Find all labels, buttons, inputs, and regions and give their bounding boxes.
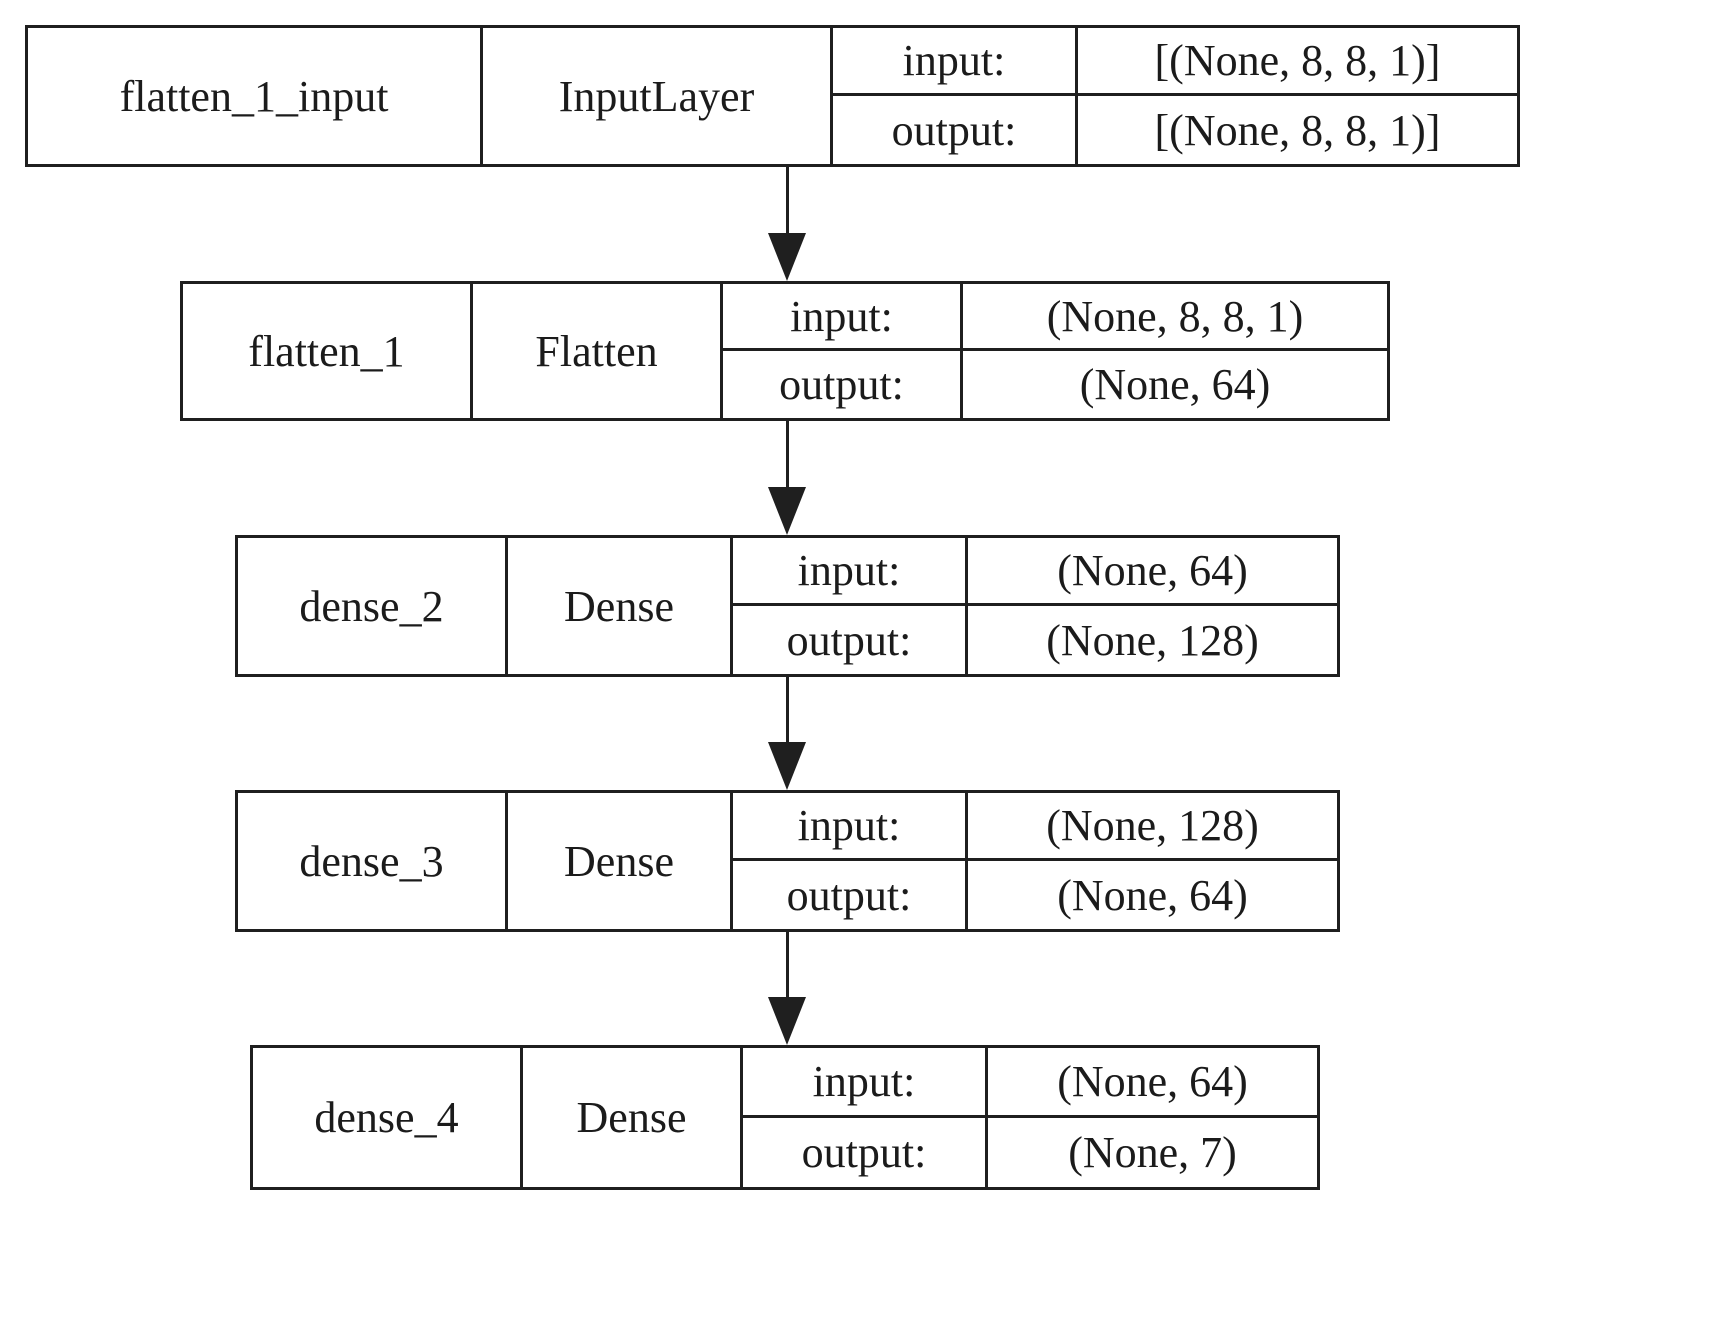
layer-name: dense_2 — [238, 538, 508, 674]
layer-name: dense_4 — [253, 1048, 523, 1187]
arrow-down-icon — [768, 742, 806, 790]
arrow-shaft — [785, 932, 789, 997]
layer-node-dense-4: dense_4 Dense input: (None, 64) output: … — [250, 1045, 1320, 1190]
connector-arrow — [767, 677, 807, 790]
layer-node-flatten-1-input: flatten_1_input InputLayer input: [(None… — [25, 25, 1520, 167]
connector-arrow — [767, 932, 807, 1045]
output-label: output: — [733, 606, 968, 674]
connector-arrow — [767, 167, 807, 281]
arrow-shaft — [785, 167, 789, 233]
output-label: output: — [733, 861, 968, 929]
output-shape: (None, 128) — [1046, 615, 1259, 665]
output-label: output: — [743, 1117, 988, 1187]
input-shape: (None, 8, 8, 1) — [963, 284, 1387, 351]
layer-name: flatten_1_input — [28, 28, 483, 164]
layer-name: dense_3 — [238, 793, 508, 929]
input-shape: (None, 128) — [968, 793, 1337, 861]
input-label: input: — [743, 1048, 988, 1118]
input-shape: [(None, 8, 8, 1)] — [1078, 28, 1517, 96]
input-label: input: — [733, 793, 968, 861]
layer-name: flatten_1 — [183, 284, 473, 418]
arrow-down-icon — [768, 997, 806, 1045]
arrow-down-icon — [768, 487, 806, 535]
output-label: output: — [833, 96, 1078, 164]
output-label: output: — [723, 351, 963, 418]
output-shape: [(None, 8, 8, 1)] — [1154, 105, 1441, 155]
layer-type: InputLayer — [483, 28, 833, 164]
input-label: input: — [833, 28, 1078, 96]
layer-type: Flatten — [473, 284, 723, 418]
arrow-shaft — [785, 677, 789, 742]
layer-type: Dense — [508, 538, 733, 674]
arrow-shaft — [785, 421, 789, 487]
input-label: input: — [723, 284, 963, 351]
connector-arrow — [767, 421, 807, 535]
input-shape: (None, 64) — [988, 1048, 1317, 1118]
layer-type: Dense — [523, 1048, 743, 1187]
layer-node-dense-2: dense_2 Dense input: (None, 64) output: … — [235, 535, 1340, 677]
input-shape: (None, 64) — [968, 538, 1337, 606]
arrow-down-icon — [768, 233, 806, 281]
input-label: input: — [733, 538, 968, 606]
layer-type: Dense — [508, 793, 733, 929]
output-shape: (None, 7) — [1068, 1127, 1237, 1177]
layer-node-flatten-1: flatten_1 Flatten input: (None, 8, 8, 1)… — [180, 281, 1390, 421]
output-shape: (None, 64) — [1057, 870, 1248, 920]
layer-node-dense-3: dense_3 Dense input: (None, 128) output:… — [235, 790, 1340, 932]
output-shape: (None, 64) — [1079, 360, 1271, 409]
